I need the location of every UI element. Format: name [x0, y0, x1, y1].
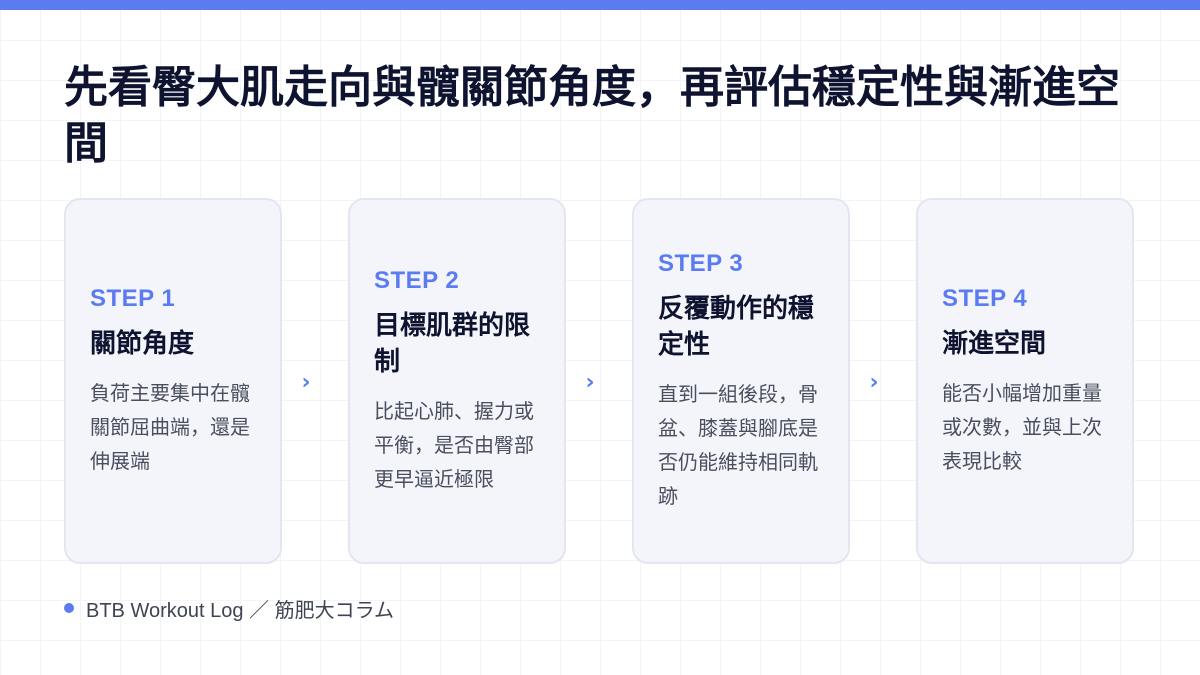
bullet-dot-icon	[64, 603, 74, 613]
step-description: 直到一組後段，骨盆、膝蓋與腳底是否仍能維持相同軌跡	[658, 382, 818, 508]
chevron-right-icon: ›	[585, 370, 595, 395]
chevron-right-icon: ›	[301, 370, 311, 395]
step-label: STEP 1	[90, 285, 176, 312]
chevron-right-icon: ›	[869, 370, 879, 395]
page-title: 先看臀大肌走向與髖關節角度，再評估穩定性與漸進空間	[64, 62, 1120, 169]
step-label: STEP 3	[658, 250, 744, 277]
step-description: 比起心肺、握力或平衡，是否由臀部更早逼近極限	[374, 399, 534, 491]
step-card-1: STEP 1 關節角度 負荷主要集中在髖關節屈曲端，還是伸展端	[64, 198, 282, 564]
step-title: 關節角度	[90, 329, 195, 359]
top-accent-bar	[0, 0, 1200, 10]
step-title: 漸進空間	[942, 329, 1047, 359]
step-label: STEP 4	[942, 285, 1028, 312]
step-description: 負荷主要集中在髖關節屈曲端，還是伸展端	[90, 381, 250, 473]
footer: BTB Workout Log ／ 筋肥大コラム	[64, 594, 394, 622]
step-title: 反覆動作的穩定性	[658, 294, 815, 360]
step-card-3: STEP 3 反覆動作的穩定性 直到一組後段，骨盆、膝蓋與腳底是否仍能維持相同軌…	[632, 198, 850, 564]
step-title: 目標肌群的限制	[374, 311, 531, 377]
step-card-4: STEP 4 漸進空間 能否小幅增加重量或次數，並與上次表現比較	[916, 198, 1134, 564]
step-description: 能否小幅增加重量或次數，並與上次表現比較	[942, 381, 1102, 473]
footer-source: BTB Workout Log ／ 筋肥大コラム	[86, 599, 394, 622]
step-card-2: STEP 2 目標肌群的限制 比起心肺、握力或平衡，是否由臀部更早逼近極限	[348, 198, 566, 564]
step-label: STEP 2	[374, 267, 460, 294]
